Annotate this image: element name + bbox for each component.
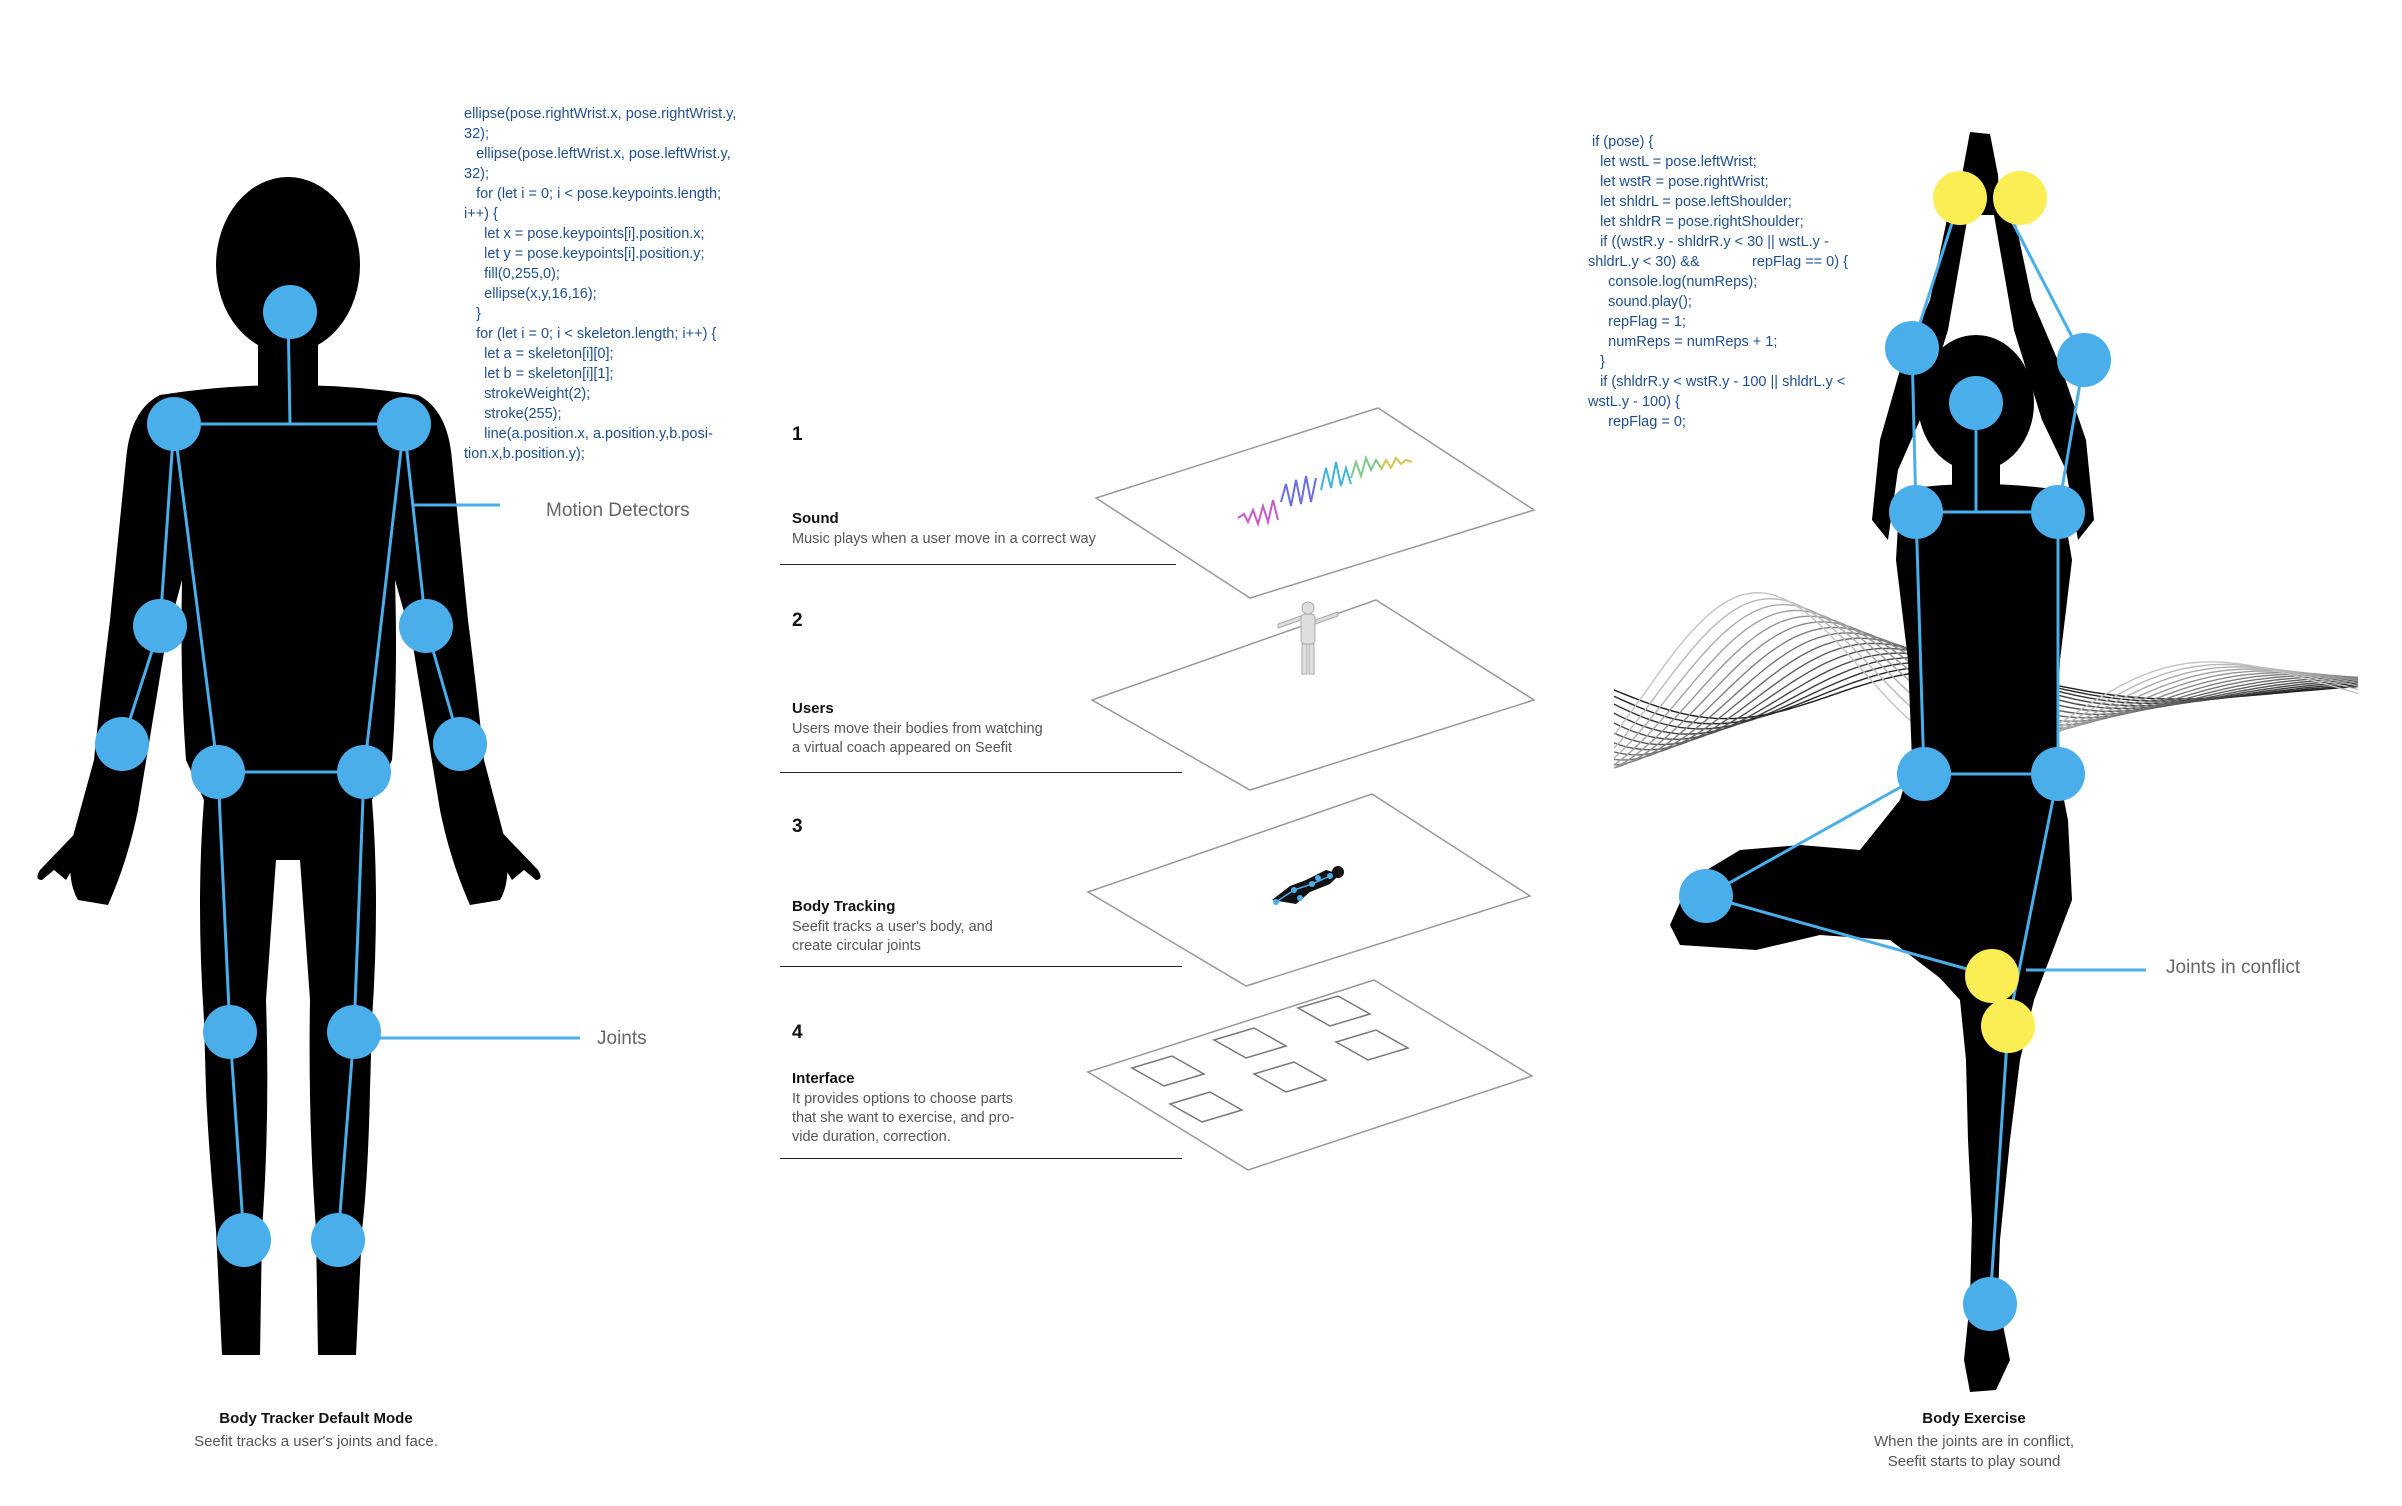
code-line: ellipse(x,y,16,16);	[464, 286, 597, 302]
conflict-joints	[1933, 171, 2047, 1053]
code-line: let shldrR = pose.rightShoulder;	[1588, 214, 1804, 230]
code-line: if ((wstR.y - shldrR.y < 30 || wstL.y -	[1588, 234, 1829, 250]
code-line: ellipse(pose.leftWrist.x, pose.leftWrist…	[464, 146, 731, 162]
virtual-coach-figure	[1277, 601, 1339, 675]
motion-detectors-label: Motion Detectors	[546, 500, 690, 521]
code-line: let x = pose.keypoints[i].position.x;	[464, 226, 705, 242]
code-line: let y = pose.keypoints[i].position.y;	[464, 246, 705, 262]
code-line: if (shldrR.y < wstR.y - 100 || shldrL.y …	[1588, 374, 1846, 390]
code-line: line(a.position.x, a.position.y,b.posi-	[464, 426, 713, 442]
default-mode-joints	[95, 285, 487, 1267]
code-line: numReps = numReps + 1;	[1588, 334, 1778, 350]
tracker-code-block: ellipse(pose.rightWrist.x, pose.rightWri…	[464, 104, 736, 464]
layer-4-number: 4	[792, 1022, 803, 1043]
code-line: let wstR = pose.rightWrist;	[1588, 174, 1769, 190]
layer-3-desc: Seefit tracks a user's body, and create …	[792, 919, 993, 954]
layer-1-number: 1	[792, 424, 803, 445]
code-line: }	[1588, 354, 1605, 370]
default-mode-silhouette	[37, 177, 541, 1355]
code-line: tion.x,b.position.y);	[464, 446, 585, 462]
layer-1-title: Sound	[792, 510, 839, 527]
code-line: strokeWeight(2);	[464, 386, 591, 402]
code-line: console.log(numReps);	[1588, 274, 1758, 290]
default-mode-caption-title: Body Tracker Default Mode	[219, 1410, 413, 1427]
default-mode-caption-subtitle: Seefit tracks a user's joints and face.	[194, 1433, 438, 1450]
joints-in-conflict-label: Joints in conflict	[2166, 957, 2301, 978]
tracked-body-figure	[1272, 866, 1344, 905]
code-line: ellipse(pose.rightWrist.x, pose.rightWri…	[464, 106, 737, 122]
code-line: shldrL.y < 30) && repFlag == 0) {	[1588, 254, 1848, 270]
layer-1-rule	[780, 564, 1176, 565]
layer-2-rule	[780, 772, 1182, 773]
code-line: 32);	[464, 126, 489, 142]
exercise-code-block: if (pose) { let wstL = pose.leftWrist; l…	[1588, 132, 1848, 432]
code-line: for (let i = 0; i < pose.keypoints.lengt…	[464, 186, 722, 202]
layer-2-number: 2	[792, 610, 803, 631]
code-line: let b = skeleton[i][1];	[464, 366, 614, 382]
layer-2-title: Users	[792, 700, 834, 717]
code-line: stroke(255);	[464, 406, 562, 422]
layer-1-desc: Music plays when a user move in a correc…	[792, 531, 1096, 547]
code-line: let shldrL = pose.leftShoulder;	[1588, 194, 1792, 210]
code-line: fill(0,255,0);	[464, 266, 560, 282]
layer-4-desc: It provides options to choose parts that…	[792, 1091, 1015, 1145]
layer-4-title: Interface	[792, 1070, 855, 1087]
code-line: wstL.y - 100) {	[1588, 394, 1680, 410]
code-line: repFlag = 0;	[1588, 414, 1686, 430]
exercise-joints	[1679, 321, 2111, 1331]
code-line: let a = skeleton[i][0];	[464, 346, 614, 362]
layer-4-rule	[780, 1158, 1182, 1159]
body-exercise-caption-title: Body Exercise	[1922, 1410, 2026, 1427]
layer-planes	[1086, 407, 1536, 1171]
code-line: sound.play();	[1588, 294, 1692, 310]
code-line: if (pose) {	[1588, 134, 1654, 150]
code-line: for (let i = 0; i < skeleton.length; i++…	[464, 326, 717, 342]
code-line: repFlag = 1;	[1588, 314, 1686, 330]
sound-waveform	[1237, 454, 1413, 528]
layer-3-title: Body Tracking	[792, 898, 896, 915]
code-line: let wstL = pose.leftWrist;	[1588, 154, 1757, 170]
joints-label: Joints	[597, 1028, 647, 1049]
interface-option-boxes	[1130, 995, 1410, 1123]
layer-3-rule	[780, 966, 1182, 967]
layer-2-desc: Users move their bodies from watching a …	[792, 721, 1043, 756]
code-line: i++) {	[464, 206, 498, 222]
layer-3-number: 3	[792, 816, 803, 837]
code-line: }	[464, 306, 481, 322]
code-line: 32);	[464, 166, 489, 182]
body-exercise-caption-subtitle: When the joints are in conflict, Seefit …	[1873, 1433, 2075, 1470]
